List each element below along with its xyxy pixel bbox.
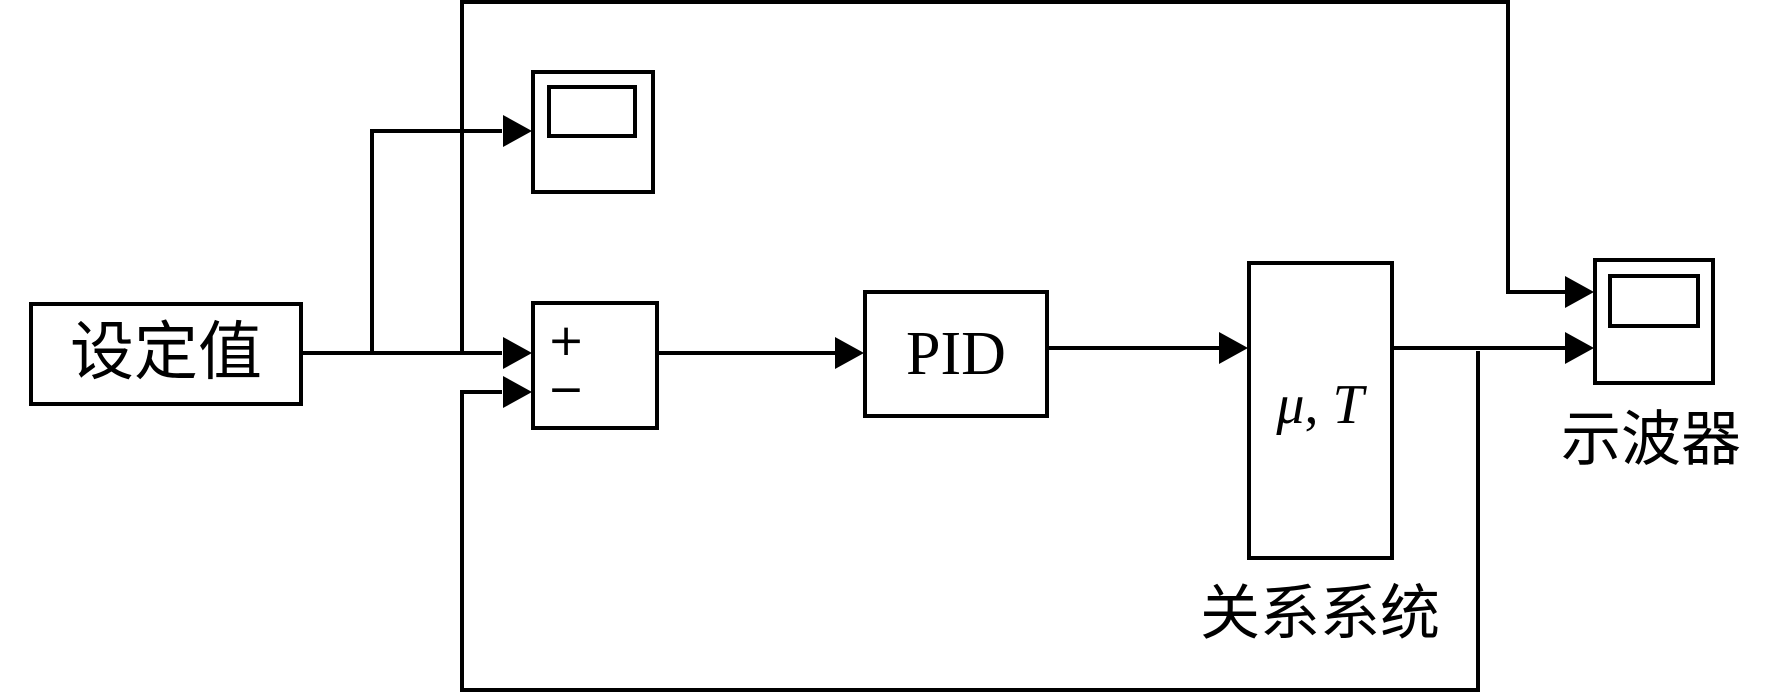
plant-mu: μ: [1275, 374, 1304, 436]
scope-output-block[interactable]: [1593, 258, 1715, 385]
plant-block[interactable]: μ, T: [1247, 261, 1394, 560]
scope-top-block[interactable]: [531, 70, 655, 194]
arrowhead-sum-plus: [503, 337, 532, 369]
wire-top-loop-to-output-scope: [460, 0, 1567, 355]
arrowhead-scope-top: [503, 115, 532, 147]
plant-comma: ,: [1304, 374, 1318, 436]
arrowhead-pid-input: [835, 337, 864, 369]
scope-top-screen: [547, 85, 637, 138]
scope-output-screen: [1608, 274, 1700, 328]
plant-caption: 关系系统: [1200, 579, 1440, 649]
arrowhead-scope-output-bottom: [1565, 332, 1594, 364]
pid-label: PID: [906, 320, 1006, 388]
plant-parameters: μ, T: [1275, 374, 1367, 436]
setpoint-label: 设定值: [70, 316, 262, 390]
setpoint-block[interactable]: 设定值: [29, 302, 303, 406]
wire-feedback-loop: [460, 351, 1480, 692]
sum-minus-sign: −: [548, 364, 585, 415]
sum-junction-block[interactable]: + −: [531, 301, 659, 430]
arrowhead-sum-minus: [503, 376, 532, 408]
pid-block[interactable]: PID: [863, 290, 1049, 418]
arrowhead-plant-input: [1219, 332, 1248, 364]
wire-setpoint-to-scope-top: [370, 129, 502, 355]
sum-plus-sign: +: [548, 315, 585, 366]
plant-t: T: [1332, 374, 1367, 436]
arrowhead-scope-output-top: [1565, 276, 1594, 308]
scope-output-caption: 示波器: [1561, 405, 1741, 475]
